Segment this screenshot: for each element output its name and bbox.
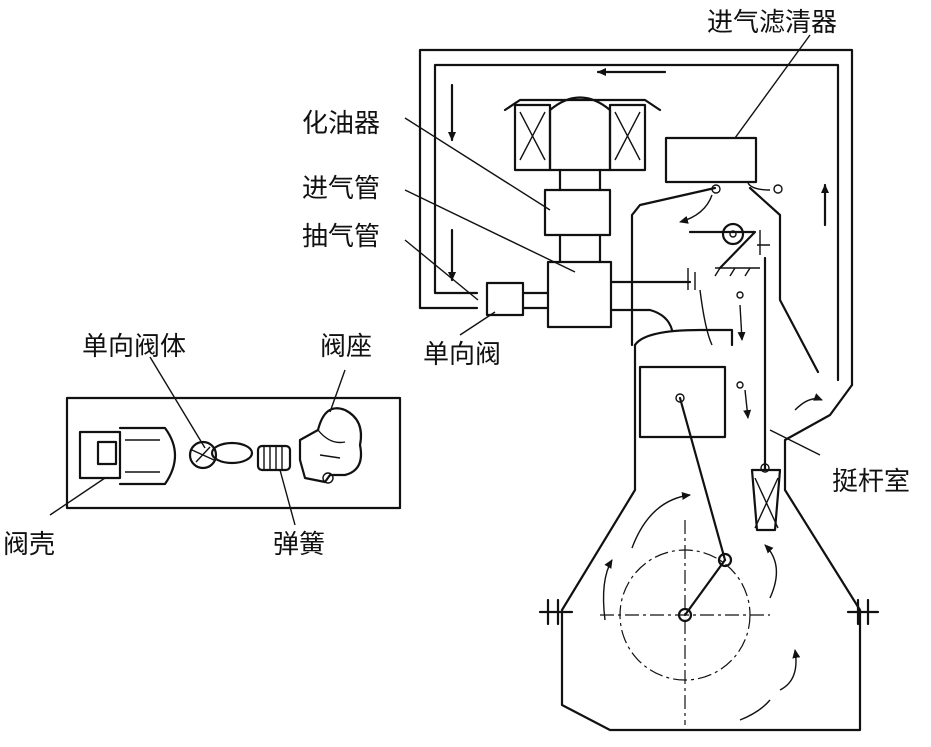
valve-rocker: [687, 222, 782, 532]
carburetor-neck: [558, 233, 602, 264]
label-check-valve: 单向阀: [423, 340, 501, 370]
valve-housing-part: [78, 426, 176, 486]
carburetor-air-horn: [503, 96, 662, 192]
valve-seat-part: [298, 407, 363, 484]
label-valve-housing: 阀壳: [3, 530, 55, 560]
label-spring: 弹簧: [273, 530, 325, 560]
engine-block: [538, 186, 880, 732]
spring-part: [256, 444, 292, 472]
label-intake-pipe: 进气管: [302, 174, 380, 204]
leader-lines: [49, 34, 821, 526]
check-valve-exploded-inset: [65, 396, 402, 510]
label-air-filter: 进气滤清器: [707, 8, 837, 38]
check-valve-body-part: [188, 440, 254, 470]
label-carburetor: 化油器: [302, 109, 380, 139]
label-suction-pipe: 抽气管: [302, 222, 380, 252]
internal-flow-arrows: [602, 194, 823, 721]
carburetor: [543, 188, 612, 237]
inset-frame: [65, 396, 402, 510]
air-filter-element: [664, 136, 758, 184]
intake-manifold: [546, 260, 613, 329]
check-valve-pipe: [521, 291, 550, 310]
breather-return-line: [418, 48, 854, 387]
intake-runner: [609, 280, 692, 332]
label-check-valve-body: 单向阀体: [82, 332, 186, 362]
label-valve-seat: 阀座: [320, 332, 372, 362]
label-tappet-chamber: 挺杆室: [832, 467, 910, 497]
check-valve: [485, 281, 525, 317]
